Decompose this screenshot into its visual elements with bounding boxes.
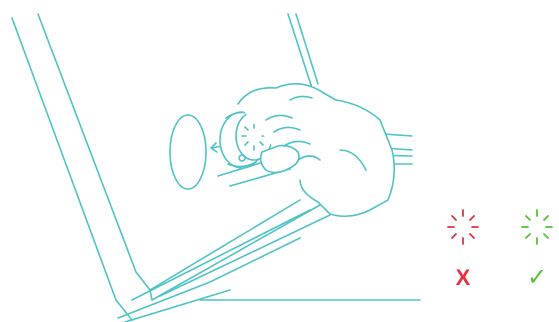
incorrect-mark: X [456, 265, 471, 290]
flashing-light-icon [522, 210, 552, 244]
mount-disc [170, 115, 206, 189]
indicator-incorrect: X [448, 210, 478, 290]
flashing-light-icon [448, 210, 478, 244]
indicator-correct: ✓ [522, 210, 552, 291]
correct-mark: ✓ [527, 263, 547, 291]
